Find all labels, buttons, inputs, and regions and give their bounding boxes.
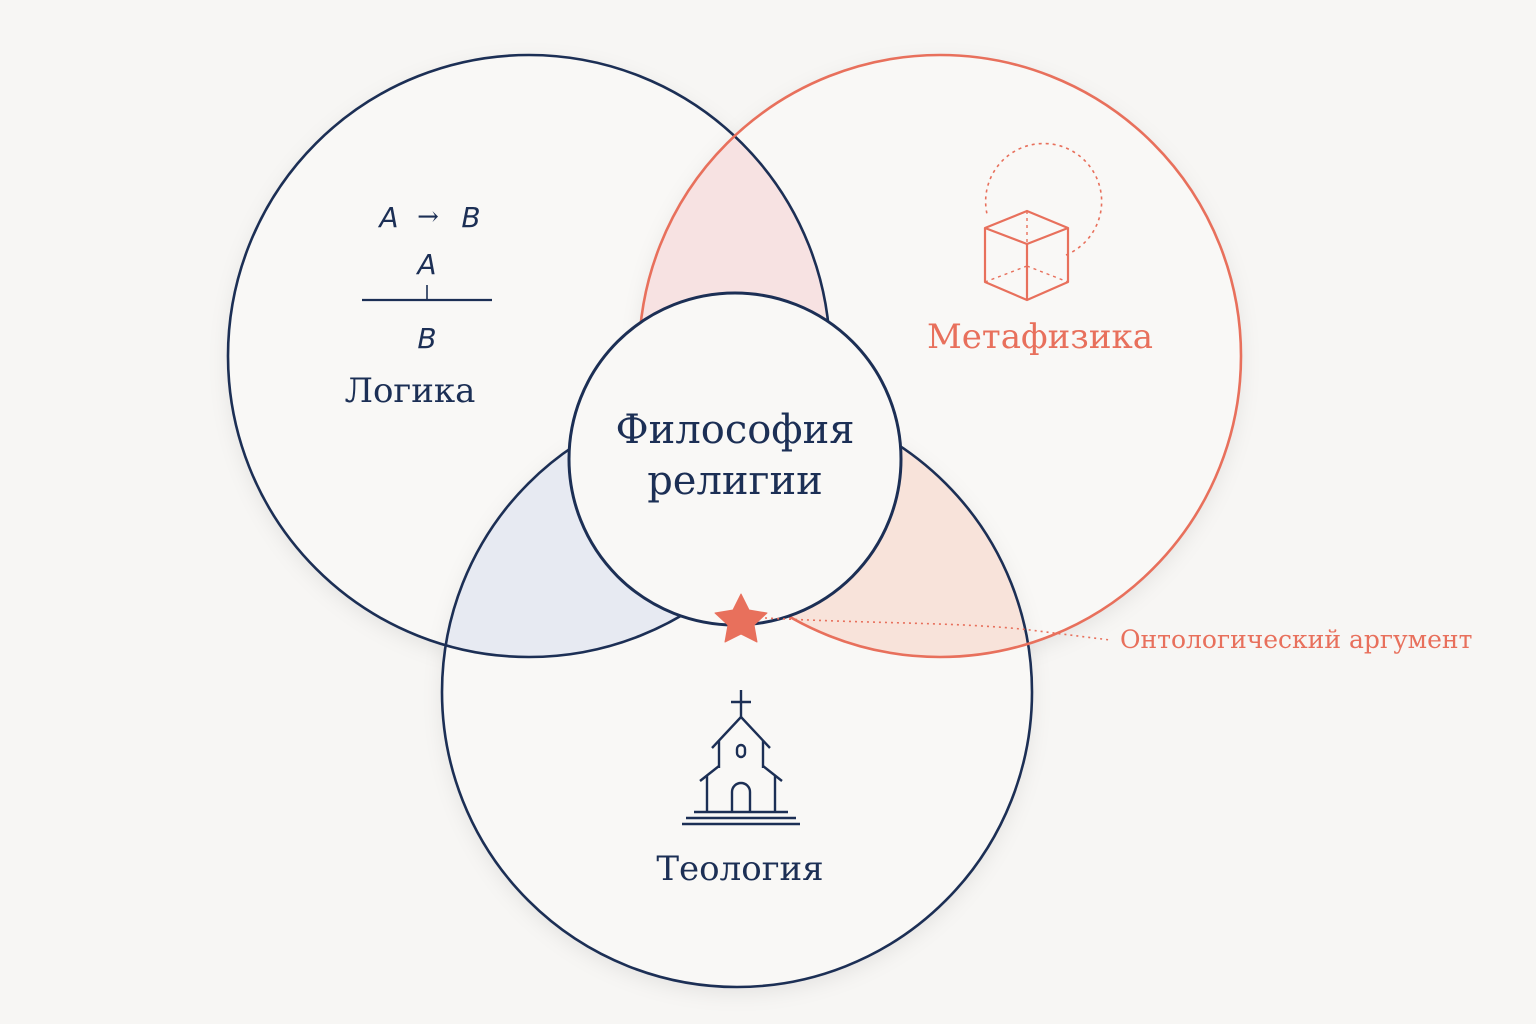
cube-orbit-icon — [983, 142, 1103, 302]
star-icon — [714, 593, 768, 643]
ontological-argument-label: Онтологический аргумент — [1120, 625, 1472, 654]
logic-label: Логика — [345, 371, 476, 411]
center-label-line2: религии — [647, 458, 823, 504]
formula-implication-left: A — [377, 201, 398, 234]
formula-arrow: → — [417, 202, 439, 232]
formula-premise: A — [415, 248, 436, 281]
overlap-metaphysics-theology — [639, 397, 1032, 657]
center-label-line1: Философия — [615, 407, 854, 453]
formula-implication-right: B — [461, 201, 480, 234]
annotation-leader-line — [764, 617, 1111, 641]
church-icon — [682, 690, 800, 826]
inference-rule-icon: A → B A B — [362, 201, 492, 355]
metaphysics-label: Метафизика — [927, 317, 1153, 357]
formula-conclusion: B — [417, 322, 436, 355]
theology-label: Теология — [656, 849, 823, 889]
overlap-logic-theology — [442, 397, 830, 657]
